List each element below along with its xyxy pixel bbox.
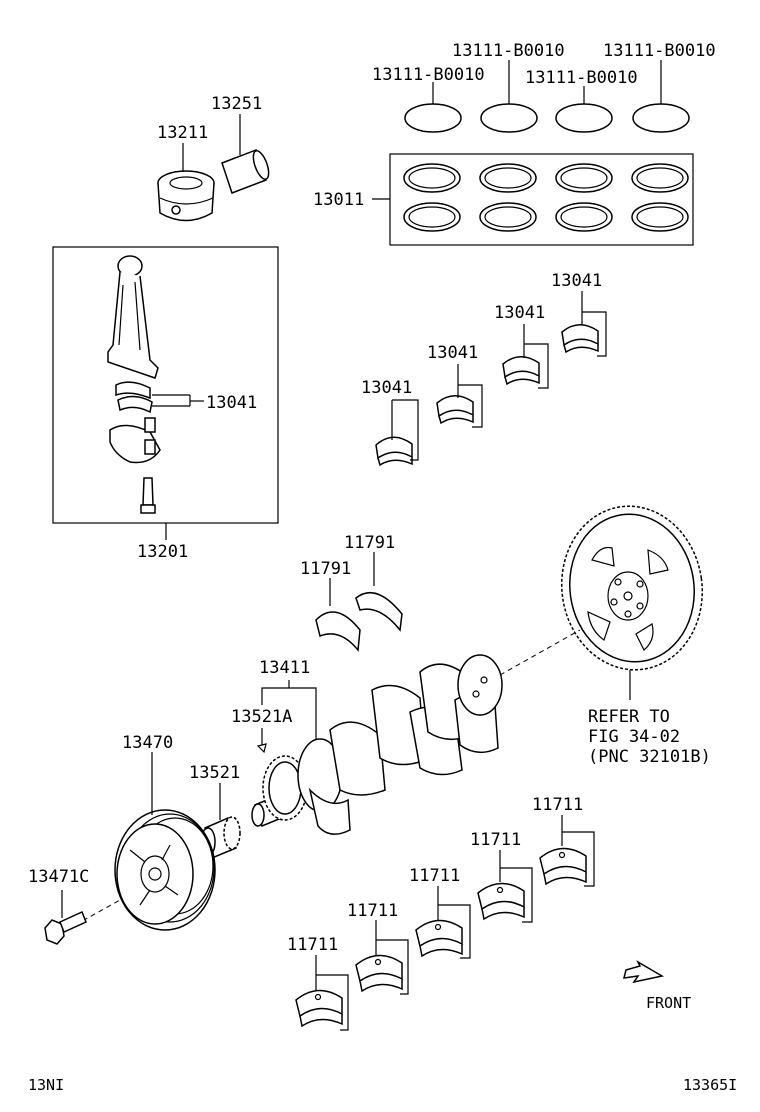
callout-key: 13521A [231, 707, 292, 727]
piston-ring [632, 103, 690, 133]
callout-piston: 13211 [157, 123, 208, 143]
refer-line-2: FIG 34-02 [588, 727, 680, 747]
callout-main-bearing-4: 11711 [470, 830, 521, 850]
callout-main-bearing-2: 11711 [347, 901, 398, 921]
callout-ring-a: 13111-B0010 [372, 65, 485, 85]
callout-main-bearing-3: 11711 [409, 866, 460, 886]
piston-ring [404, 103, 462, 133]
rod-assy-box [52, 246, 279, 524]
woodruff-key [256, 743, 267, 754]
thrust-washers [315, 592, 403, 652]
callout-main-bearing-1: 11711 [287, 935, 338, 955]
piston [157, 170, 215, 222]
front-arrow-icon [623, 960, 665, 984]
main-bearings [295, 847, 587, 1028]
piston-ring [555, 103, 613, 133]
connecting-rod [107, 255, 161, 514]
callout-rod-bearing-3: 13041 [494, 303, 545, 323]
piston-ring [480, 103, 538, 133]
callout-main-bearing-5: 11711 [532, 795, 583, 815]
callout-pin: 13251 [211, 94, 262, 114]
callout-thrust-1: 11791 [300, 559, 351, 579]
crankshaft [251, 654, 503, 835]
front-label: FRONT [646, 994, 691, 1012]
ring-set [403, 163, 689, 232]
crank-pulley [114, 809, 216, 931]
footer-right-code: 13365I [683, 1076, 737, 1094]
piston-pin [221, 149, 270, 194]
callout-rod-bearing-box: 13041 [206, 393, 257, 413]
callout-ring-b: 13111-B0010 [452, 41, 565, 61]
callout-ring-set: 13011 [313, 190, 364, 210]
callout-ring-d: 13111-B0010 [603, 41, 716, 61]
callout-rod-bearing-4: 13041 [551, 271, 602, 291]
drive-plate [560, 505, 704, 671]
refer-line-1: REFER TO [588, 707, 670, 727]
callout-ring-c: 13111-B0010 [525, 68, 638, 88]
callout-timing-gear: 13521 [189, 763, 240, 783]
callout-rod-bearing-1: 13041 [361, 378, 412, 398]
callout-crankshaft: 13411 [259, 658, 310, 678]
footer-left-code: 13NI [28, 1076, 64, 1094]
callout-pulley-bolt: 13471C [28, 867, 89, 887]
piston-ring-single-group [404, 60, 690, 133]
callout-pulley: 13470 [122, 733, 173, 753]
callout-thrust-2: 11791 [344, 533, 395, 553]
refer-line-3: (PNC 32101B) [588, 747, 711, 767]
pulley-bolt [44, 910, 87, 945]
rod-bearings [375, 324, 599, 467]
callout-rod-assy: 13201 [137, 542, 188, 562]
callout-rod-bearing-2: 13041 [427, 343, 478, 363]
